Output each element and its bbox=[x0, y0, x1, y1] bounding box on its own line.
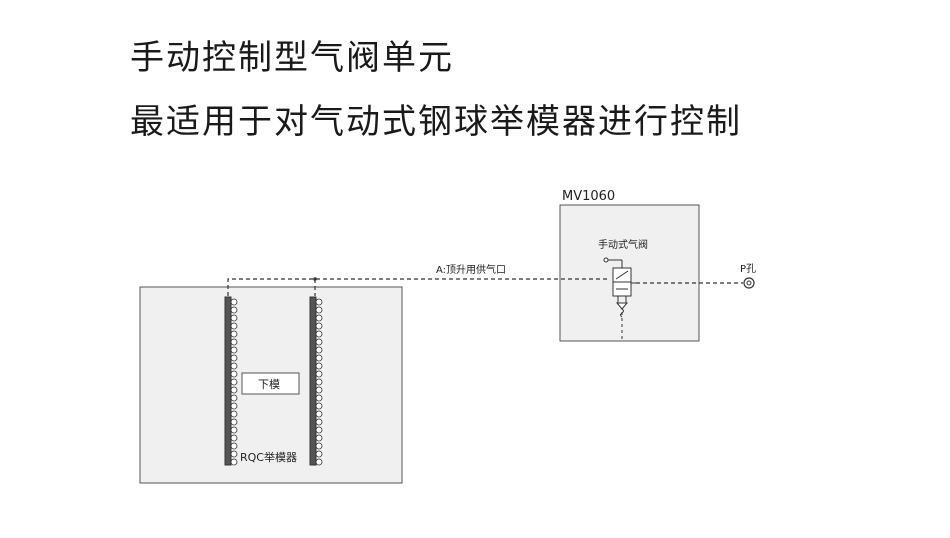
supply-line-label: A:顶升用供气口 bbox=[436, 263, 506, 276]
lifter-label: RQC举模器 bbox=[240, 450, 297, 464]
junction-dot bbox=[313, 277, 317, 281]
lifter-ball bbox=[315, 354, 323, 362]
lifter-ball bbox=[230, 378, 238, 386]
lifter-ball bbox=[230, 442, 238, 450]
lifter-ball bbox=[315, 322, 323, 330]
lifter-ball bbox=[315, 386, 323, 394]
die-label: 下模 bbox=[258, 378, 280, 391]
lifter-ball bbox=[315, 458, 323, 466]
lifter-ball bbox=[230, 426, 238, 434]
lifter-ball bbox=[230, 322, 238, 330]
lifter-ball bbox=[230, 370, 238, 378]
lifter-ball bbox=[315, 378, 323, 386]
lifter-ball bbox=[230, 306, 238, 314]
lifter-ball bbox=[230, 386, 238, 394]
lifter-ball bbox=[315, 394, 323, 402]
title-line-1: 手动控制型气阀单元 bbox=[130, 38, 454, 78]
die-box bbox=[241, 372, 300, 395]
lifter-ball bbox=[315, 450, 323, 458]
lifter-ball bbox=[315, 306, 323, 314]
title-line-2: 最适用于对气动式钢球举模器进行控制 bbox=[130, 102, 742, 142]
lifter-ball bbox=[230, 410, 238, 418]
valve-unit-label: MV1060 bbox=[562, 189, 615, 204]
lifter-ball bbox=[315, 346, 323, 354]
lifter-ball bbox=[315, 314, 323, 322]
lifter-rail bbox=[224, 296, 232, 466]
lifter-ball bbox=[230, 362, 238, 370]
p-port-label: P孔 bbox=[740, 263, 756, 275]
lifter-ball bbox=[315, 418, 323, 426]
lifter-ball bbox=[230, 450, 238, 458]
lifter-ball bbox=[315, 434, 323, 442]
lifter-ball bbox=[230, 314, 238, 322]
lifter-ball bbox=[230, 354, 238, 362]
lifter-ball bbox=[315, 298, 323, 306]
lifter-ball bbox=[230, 418, 238, 426]
lifter-rails bbox=[224, 296, 323, 466]
supply-line bbox=[227, 278, 608, 296]
lifter-ball bbox=[315, 426, 323, 434]
lifter-ball bbox=[230, 346, 238, 354]
lifter-ball bbox=[230, 330, 238, 338]
lifter-ball bbox=[315, 338, 323, 346]
lifter-ball bbox=[315, 442, 323, 450]
lifter-ball bbox=[230, 458, 238, 466]
lifter-ball bbox=[315, 330, 323, 338]
lifter-ball bbox=[315, 362, 323, 370]
valve-label: 手动式气阀 bbox=[598, 238, 648, 251]
lifter-ball bbox=[315, 410, 323, 418]
lifter-ball bbox=[315, 402, 323, 410]
lifter-ball bbox=[230, 394, 238, 402]
lifter-rail bbox=[309, 296, 317, 466]
lifter-ball bbox=[230, 298, 238, 306]
lifter-ball bbox=[230, 434, 238, 442]
lifter-ball bbox=[230, 338, 238, 346]
lifter-ball bbox=[230, 402, 238, 410]
p-port-inner bbox=[746, 280, 752, 286]
lifter-ball bbox=[315, 370, 323, 378]
manual-valve-symbol bbox=[603, 257, 636, 318]
